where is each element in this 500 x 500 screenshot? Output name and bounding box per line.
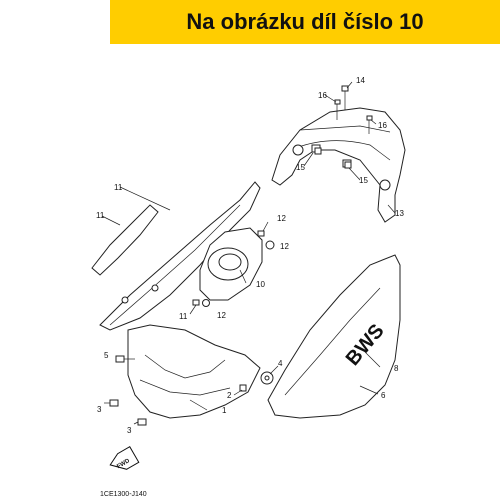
washer-12-upper — [265, 240, 275, 250]
fastener — [151, 284, 159, 292]
callout-11-lower: 11 — [179, 312, 188, 321]
bracket-15 — [314, 147, 352, 169]
bolt-14 — [341, 85, 349, 110]
callout-4: 4 — [278, 359, 283, 368]
callout-7: 8 — [394, 364, 399, 373]
callout-11-upper: 12 — [277, 214, 286, 223]
screw-3-lower — [133, 418, 147, 426]
part-10-center-cover — [199, 227, 263, 301]
callout-12-upper: 12 — [280, 242, 289, 251]
screw-5 — [115, 355, 135, 363]
screw-11-upper — [257, 221, 269, 237]
callouts: 11 11 12 12 10 11 12 5 4 2 3 3 1 8 6 13 … — [96, 76, 404, 435]
callout-14: 14 — [356, 76, 365, 85]
fastener — [121, 296, 129, 304]
screw-3-upper — [104, 399, 119, 407]
washer-12-lower — [202, 299, 210, 307]
clip-2 — [239, 384, 247, 392]
callout-15-right: 15 — [359, 176, 368, 185]
callout-12-lower: 12 — [217, 311, 226, 320]
screw-11-lower — [189, 299, 200, 315]
callout-8: 11 — [114, 183, 123, 192]
callout-3-lower: 3 — [127, 426, 132, 435]
part-6-side-cover — [267, 254, 401, 419]
callout-2: 2 — [227, 391, 232, 400]
callout-10: 10 — [256, 280, 265, 289]
leader-lines — [101, 81, 396, 411]
callout-16-left: 16 — [318, 91, 327, 100]
callout-9: 11 — [96, 211, 105, 220]
part-8-side-rail — [99, 181, 261, 331]
callout-3-upper: 3 — [97, 405, 102, 414]
callout-1: 1 — [222, 406, 227, 415]
callout-6: 6 — [381, 391, 386, 400]
part-number-banner: Na obrázku díl číslo 10 — [110, 0, 500, 44]
callout-16-right: 16 — [378, 121, 387, 130]
callout-13: 13 — [395, 209, 404, 218]
forward-arrow-icon: FWD — [109, 446, 140, 470]
part-code: 1CE1300-J140 — [100, 491, 147, 498]
banner-text: Na obrázku díl číslo 10 — [186, 9, 424, 34]
bolt-16-right — [366, 115, 373, 134]
callout-15-left: 15 — [296, 163, 305, 172]
part-1-lower-cover — [127, 324, 261, 419]
nut-4 — [260, 371, 274, 385]
bolt-16-left — [334, 99, 341, 120]
callout-5: 5 — [104, 351, 109, 360]
part-9-inner-panel — [91, 204, 159, 276]
